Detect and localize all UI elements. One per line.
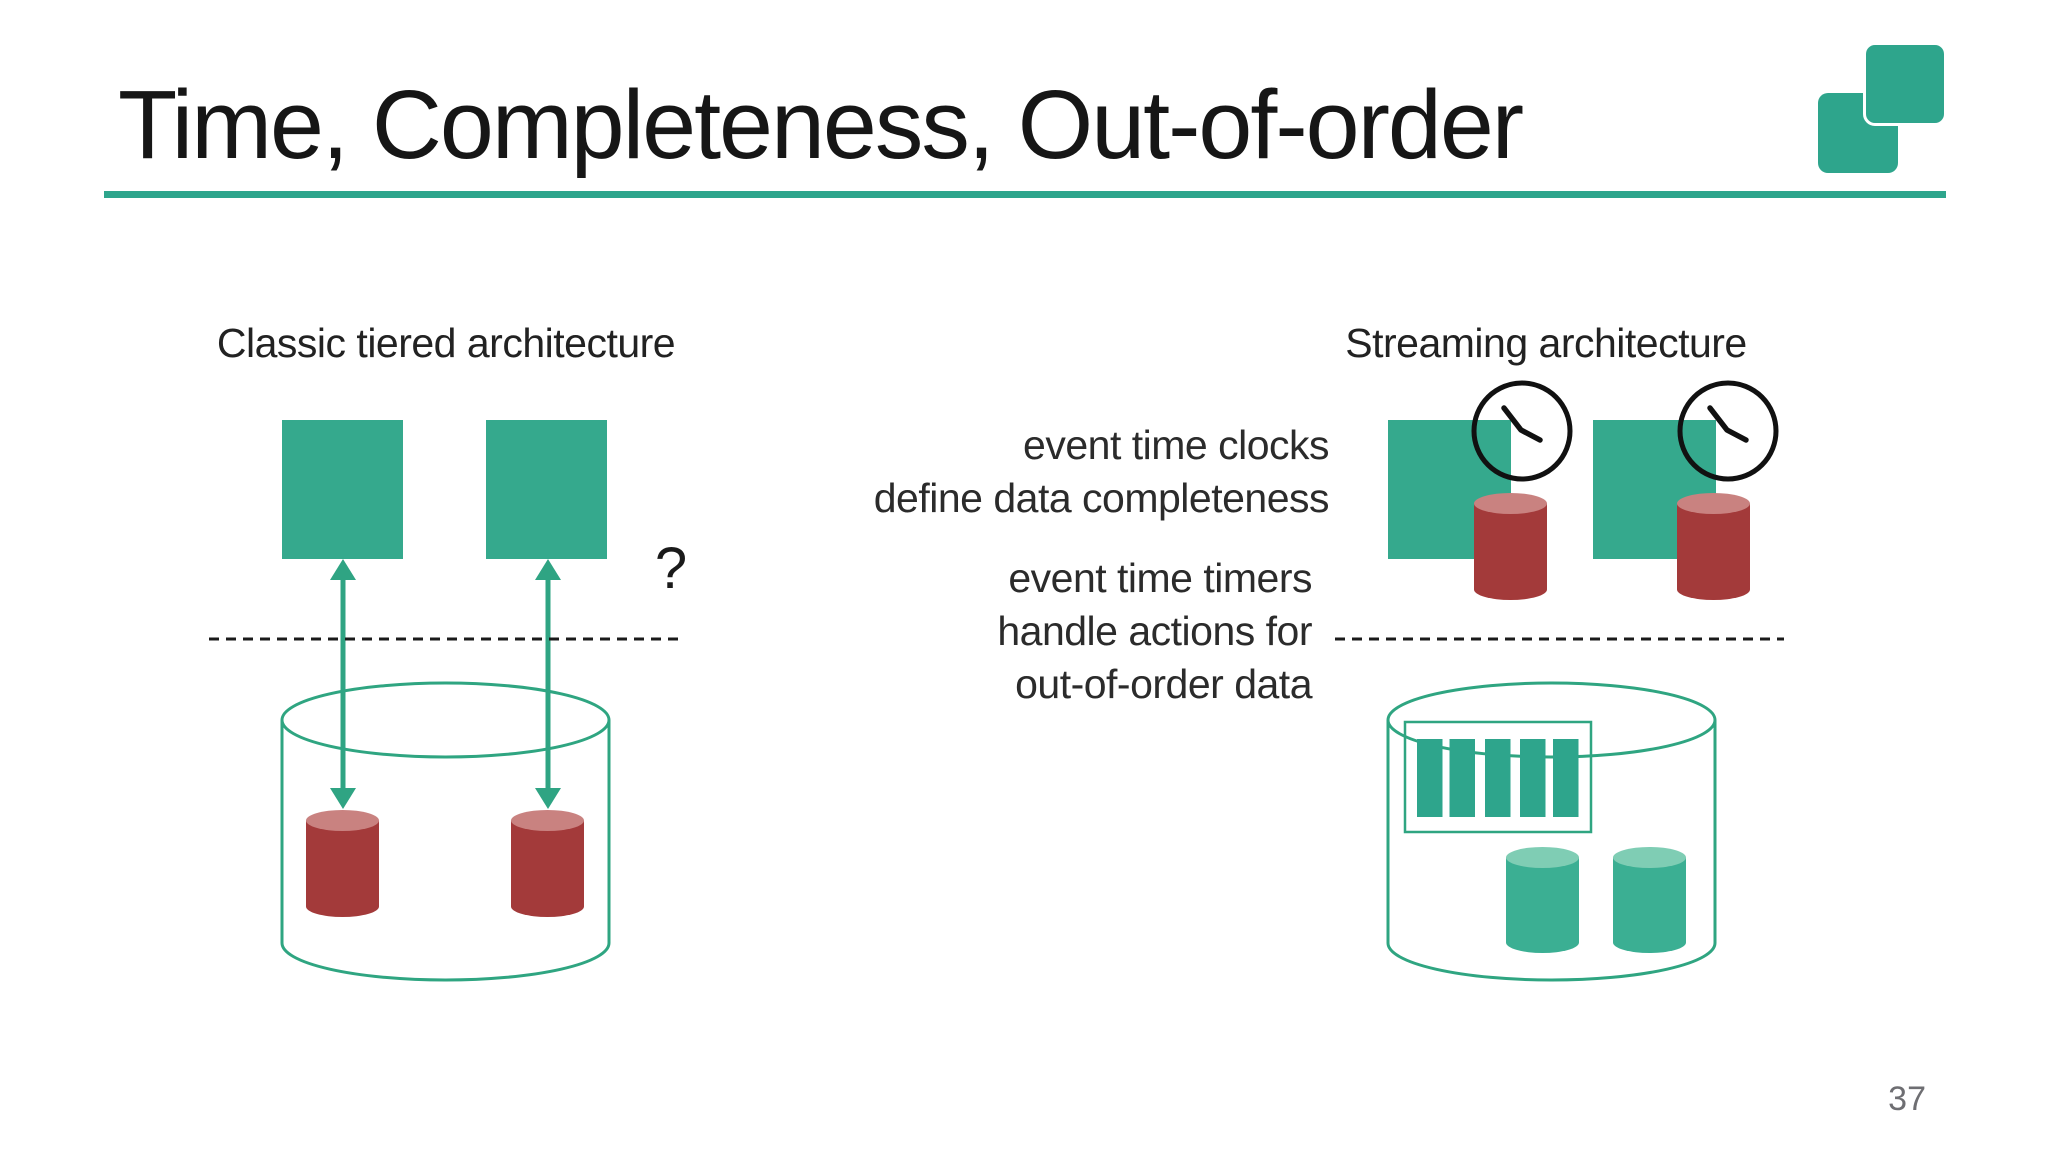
state-cylinder-red-4 <box>1677 493 1750 600</box>
state-cylinder-green-2 <box>1613 847 1686 954</box>
slide-title: Time, Completeness, Out-of-order <box>118 70 1524 179</box>
clock-icon <box>1471 380 1573 482</box>
note-line: event time clocks <box>1023 422 1329 468</box>
stream-buffer-bars-icon <box>1403 720 1593 834</box>
note-line: out-of-order data <box>1015 661 1312 707</box>
page-number: 37 <box>1888 1080 1926 1118</box>
bidirectional-arrow-icon <box>330 559 356 809</box>
state-cylinder-red-1 <box>306 810 379 917</box>
classic-architecture-heading: Classic tiered architecture <box>216 320 676 366</box>
classic-app-square-1 <box>282 420 403 559</box>
classic-app-square-2 <box>486 420 607 559</box>
note-line: define data completeness <box>873 475 1330 521</box>
state-cylinder-red-3 <box>1474 493 1547 600</box>
note-line: handle actions for <box>997 608 1312 654</box>
clock-icon <box>1677 380 1779 482</box>
state-cylinder-green-1 <box>1506 847 1579 954</box>
question-mark-label: ? <box>654 536 688 601</box>
logo-squares-icon <box>1863 42 1947 126</box>
bidirectional-arrow-icon <box>535 559 561 809</box>
state-cylinder-red-2 <box>511 810 584 917</box>
event-time-clocks-note: event time clocks define data completene… <box>809 419 1330 525</box>
streaming-architecture-heading: Streaming architecture <box>1345 320 1747 366</box>
title-underline-accent <box>104 191 1946 198</box>
event-time-timers-note: event time timers handle actions for out… <box>792 552 1312 711</box>
note-line: event time timers <box>1008 555 1312 601</box>
